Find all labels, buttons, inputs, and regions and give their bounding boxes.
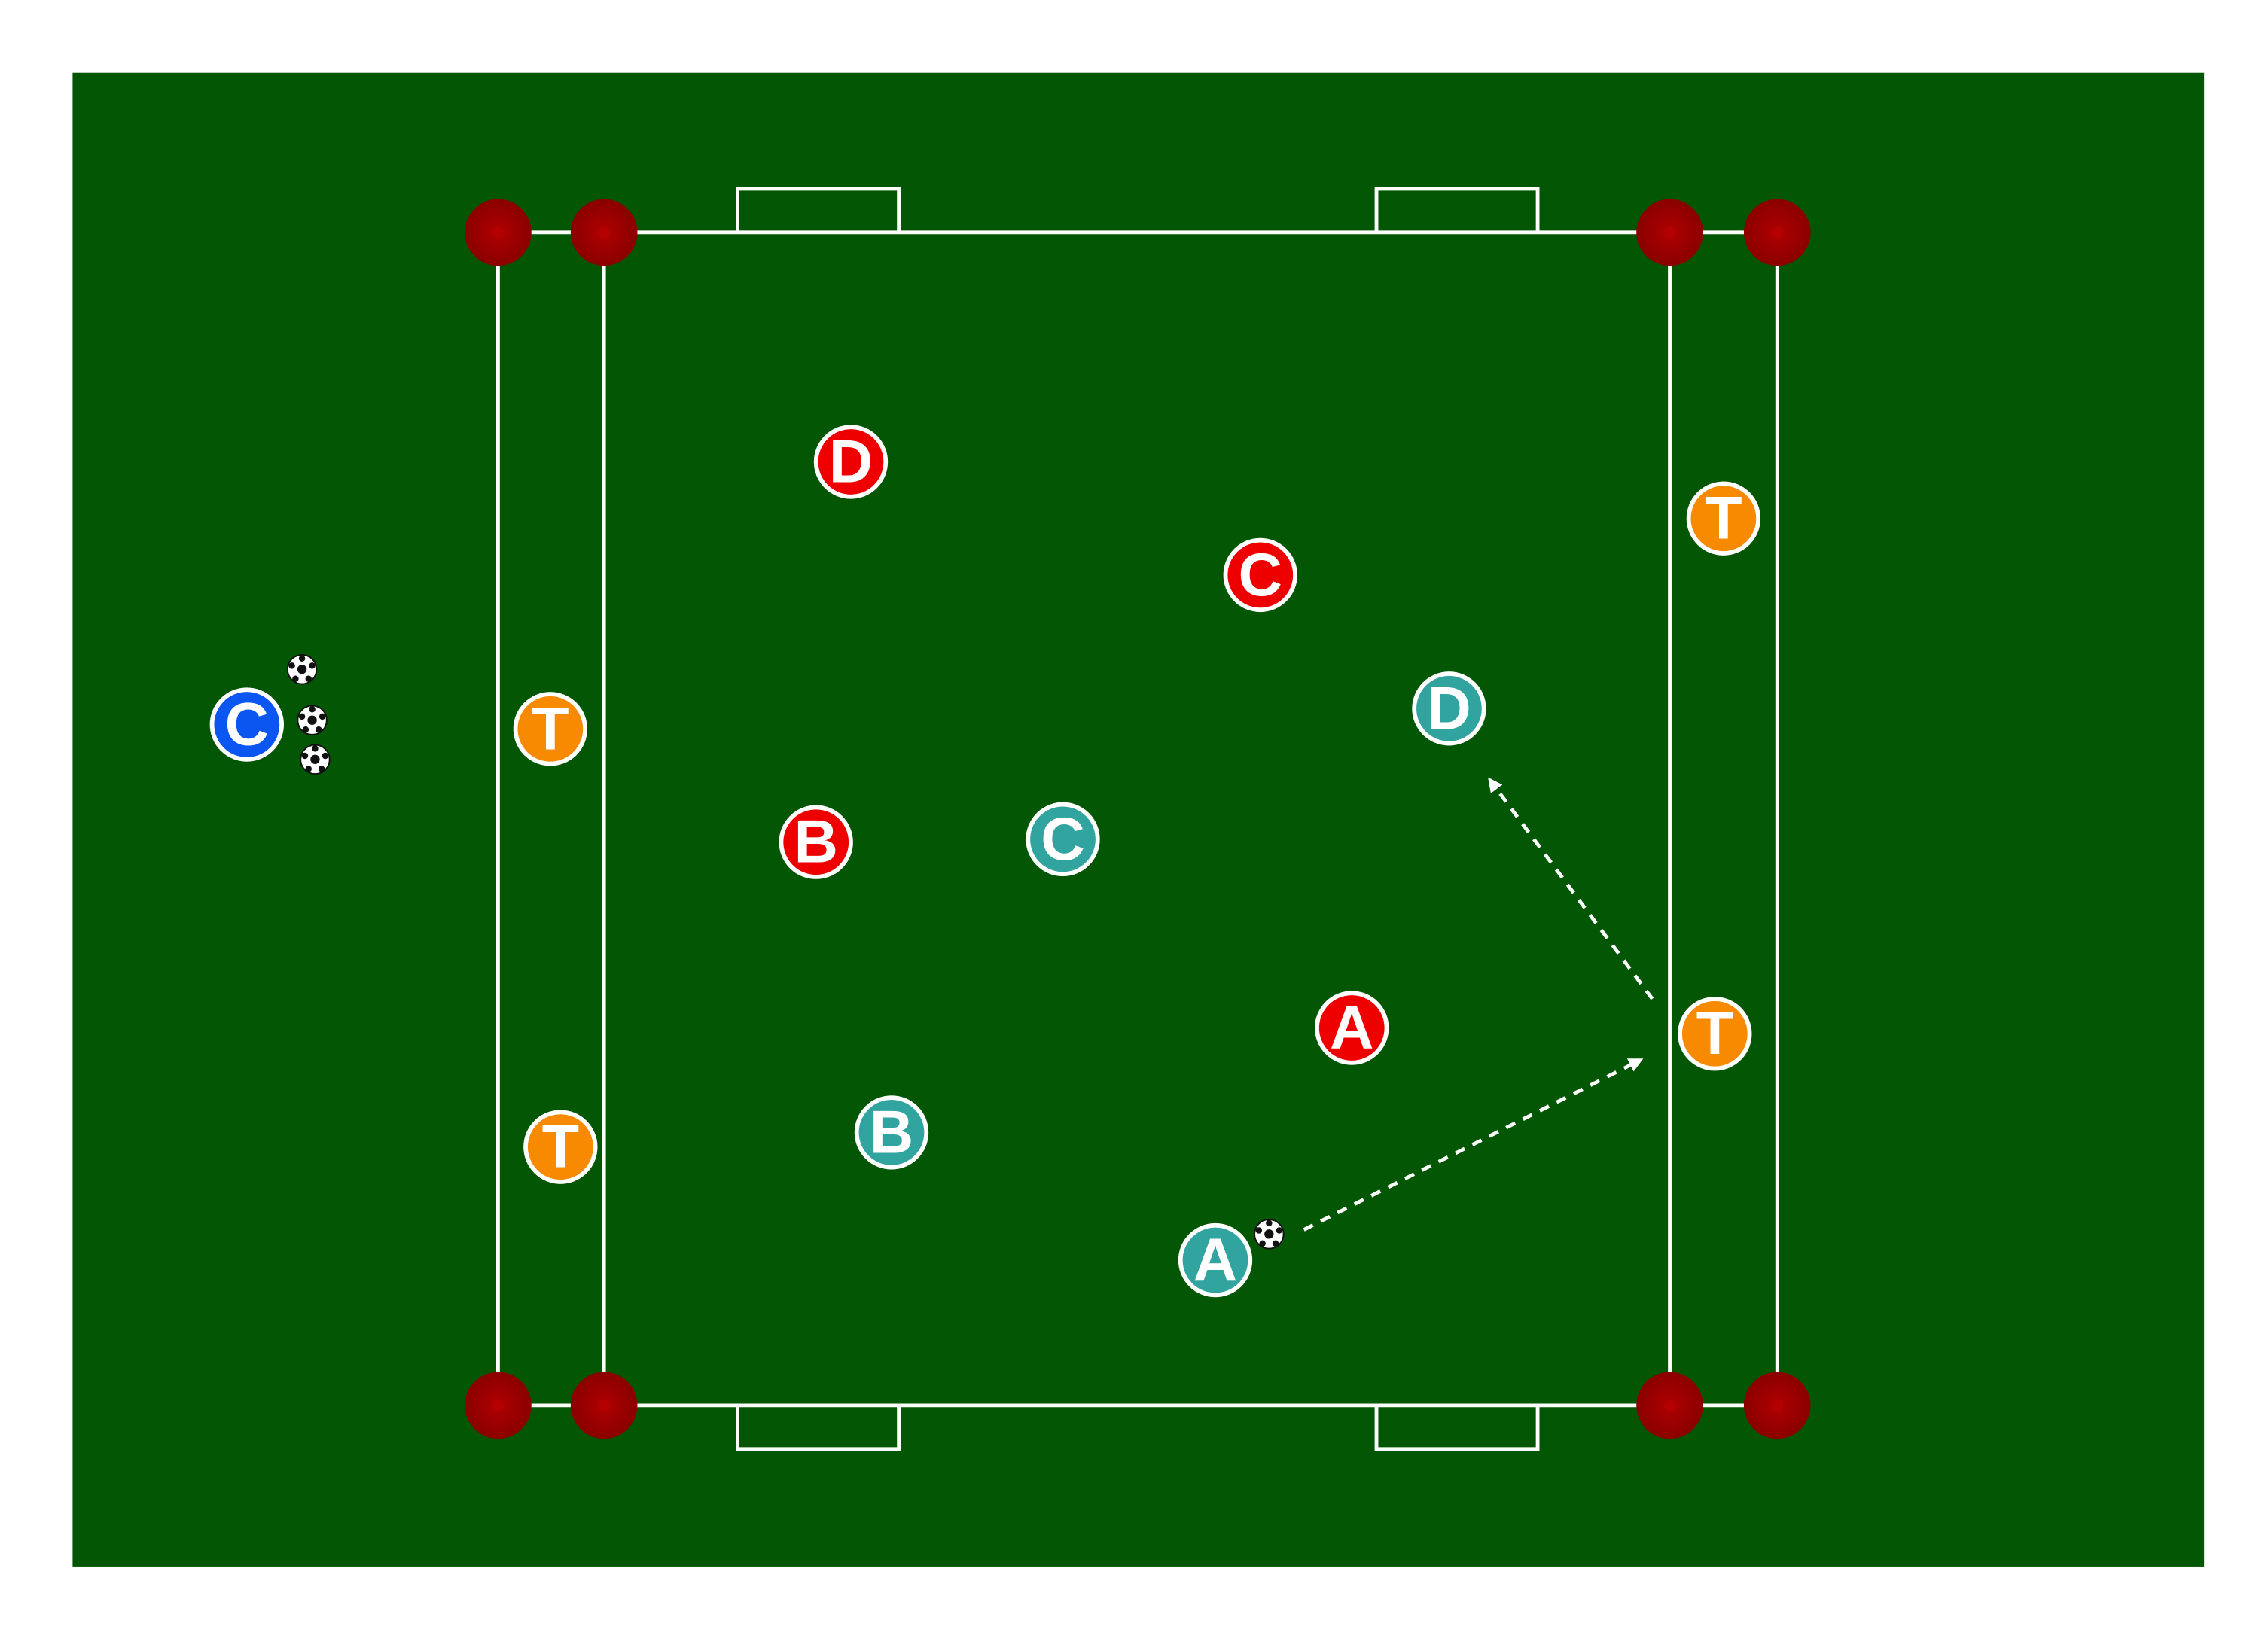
mini-goal-bottom-right — [1374, 1405, 1540, 1451]
player-label: C — [1239, 541, 1282, 609]
pitch-background — [72, 72, 2205, 1567]
player-red-a: A — [1315, 991, 1389, 1065]
soccer-ball-icon — [297, 705, 328, 735]
player-label: T — [1696, 1000, 1733, 1067]
player-teal-c: C — [1026, 802, 1100, 877]
player-label: D — [829, 428, 873, 495]
player-label: A — [1330, 994, 1373, 1062]
mini-goal-top-left — [736, 187, 901, 233]
cone-marker-icon — [570, 199, 638, 266]
cones — [465, 199, 1811, 1439]
player-label: C — [1041, 805, 1084, 873]
player-label: A — [1193, 1226, 1237, 1294]
cone-marker-icon — [570, 1372, 638, 1439]
player-label: T — [532, 695, 569, 763]
cone-marker-icon — [465, 1372, 532, 1439]
player-red-c: C — [1223, 537, 1297, 613]
coach: C — [209, 687, 284, 762]
cone-marker-icon — [1743, 199, 1811, 266]
coach-label: C — [225, 691, 269, 759]
pass-arrow-t-to-d — [1488, 777, 1654, 1000]
soccer-ball-icon — [286, 653, 318, 685]
pass-arrow-a-to-t — [1303, 1058, 1644, 1232]
mini-goal-top-right — [1374, 187, 1540, 233]
cone-marker-icon — [1743, 1372, 1811, 1439]
soccer-ball-icon — [1254, 1219, 1285, 1250]
player-teal-a: A — [1178, 1222, 1253, 1298]
mini-goal-bottom-left — [736, 1405, 901, 1451]
player-label: B — [870, 1098, 913, 1166]
player-teal-b: B — [854, 1095, 929, 1170]
player-red-d: D — [813, 425, 889, 499]
player-label: T — [542, 1113, 579, 1181]
player-label: B — [794, 808, 837, 876]
player-red-b: B — [779, 805, 853, 879]
player-label: T — [1705, 485, 1742, 553]
player-teal-d: D — [1412, 671, 1486, 746]
neutral-player-mid-right: T — [1678, 997, 1752, 1071]
cone-marker-icon — [465, 199, 532, 266]
pass-arrows — [1303, 777, 1654, 1232]
soccer-ball-icon — [300, 744, 331, 775]
player-label: D — [1427, 674, 1471, 742]
neutral-player-bottom-left: T — [523, 1110, 598, 1184]
field-lines — [495, 187, 1779, 1451]
neutral-player-top-right: T — [1686, 481, 1761, 556]
cone-marker-icon — [1636, 199, 1703, 266]
cone-marker-icon — [1636, 1372, 1703, 1439]
neutral-player-mid-left: T — [513, 692, 587, 766]
